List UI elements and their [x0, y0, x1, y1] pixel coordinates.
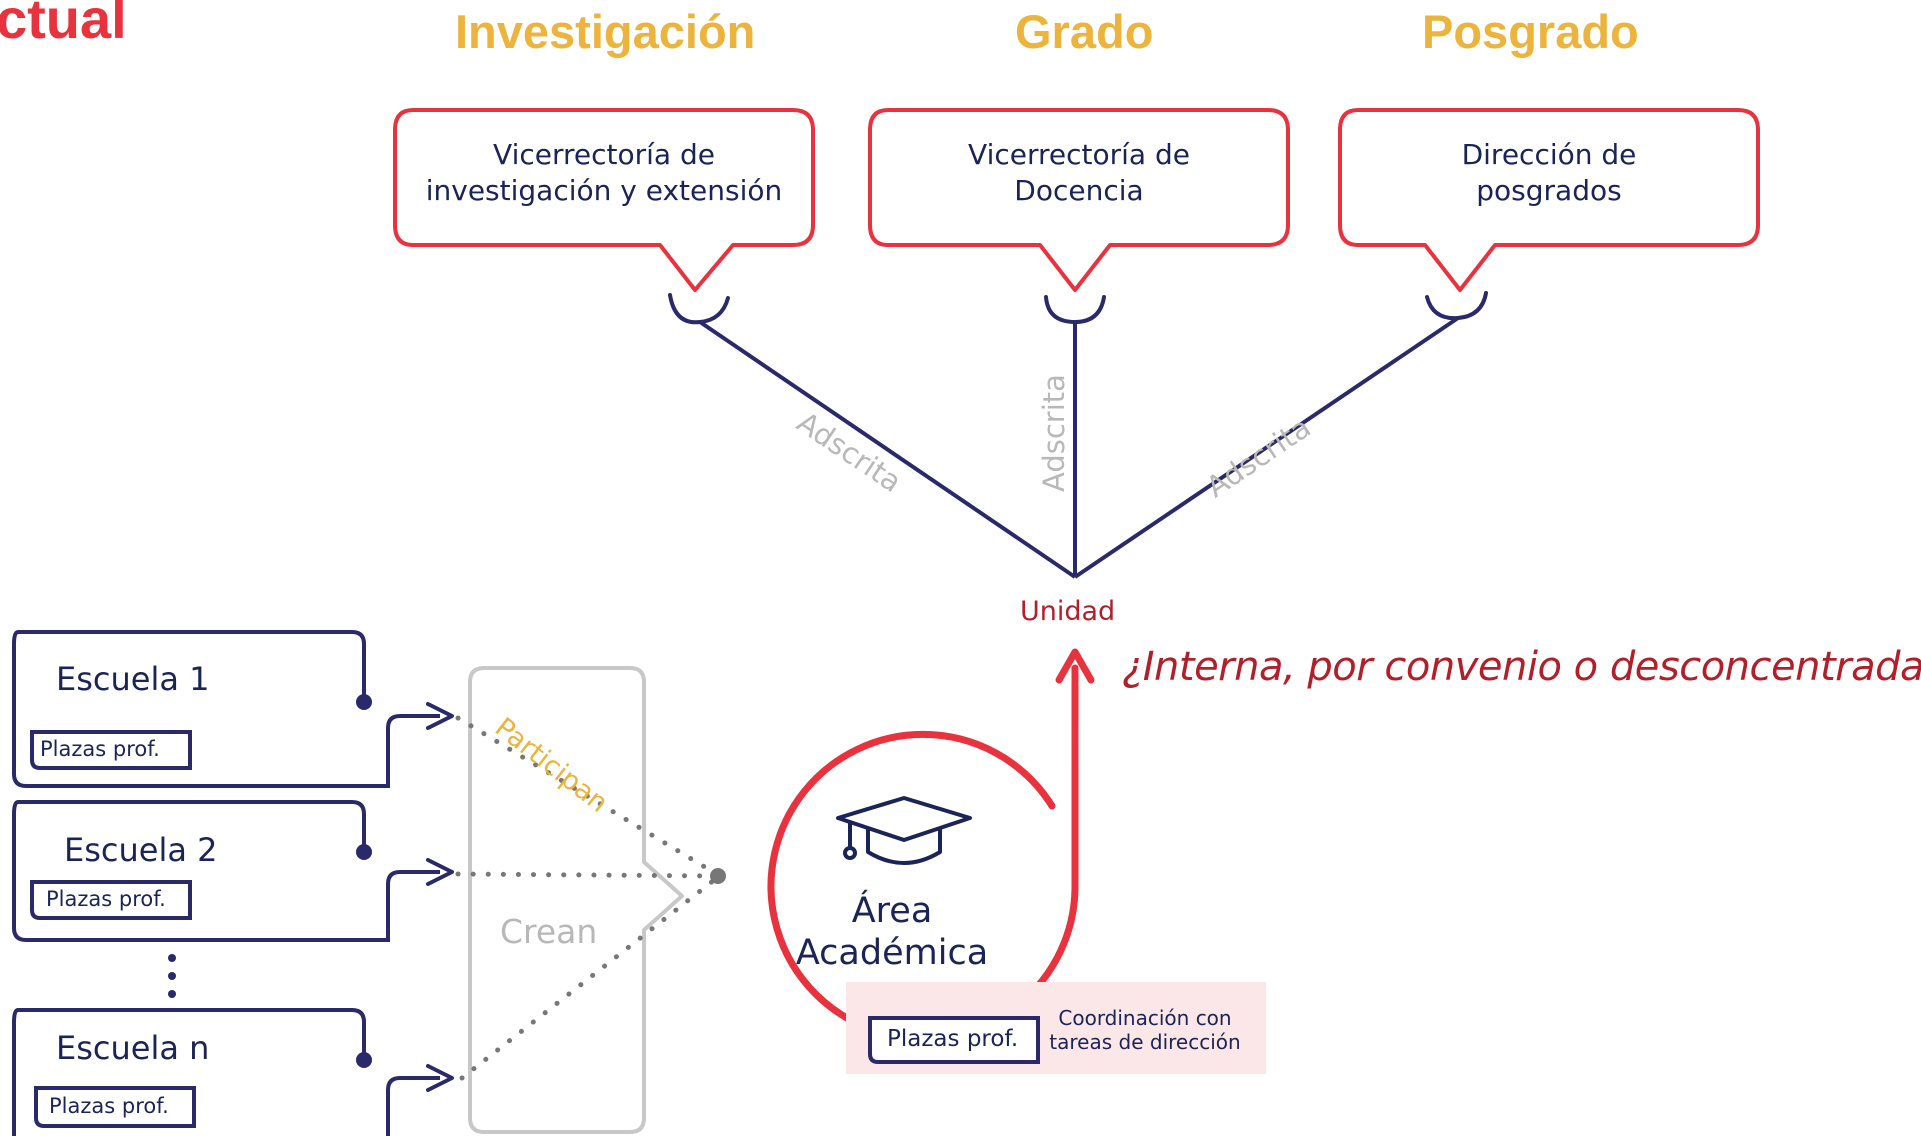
area-label: Área Académica	[752, 890, 1032, 974]
school-name-1: Escuela 1	[56, 660, 210, 698]
coordination-line: tareas de dirección	[1049, 1030, 1241, 1054]
participation-dots	[455, 715, 721, 1081]
office-label-line: posgrados	[1476, 174, 1622, 207]
crean-panel	[468, 666, 684, 1134]
socket-investigation	[668, 293, 730, 325]
area-slots-frame	[868, 1016, 1040, 1064]
socket-teaching	[1044, 295, 1106, 325]
arrow-right-icon	[426, 1064, 454, 1092]
office-box-investigation	[393, 108, 815, 292]
arrow-right-icon	[426, 702, 454, 730]
school-box-n	[12, 1008, 440, 1136]
school-slots-1: Plazas prof.	[40, 737, 160, 761]
school-slots-2: Plazas prof.	[46, 887, 166, 911]
arrow-right-icon	[426, 858, 454, 886]
ellipsis-dots	[168, 954, 176, 998]
page-title: ctual	[0, 0, 127, 50]
column-title-investigation: Investigación	[455, 5, 756, 58]
office-label-line: investigación y extensión	[425, 174, 783, 207]
unit-question: ¿Interna, por convenio o desconcentrada?	[1122, 644, 1921, 690]
area-label-line: Académica	[795, 933, 989, 973]
unit-label: Unidad	[1020, 596, 1116, 627]
line-postgrad-unit	[1073, 316, 1460, 579]
column-title-posgrado: Posgrado	[1422, 5, 1639, 58]
line-investigation-unit	[698, 320, 1077, 579]
office-box-postgrad	[1338, 108, 1760, 292]
office-box-teaching	[868, 108, 1290, 292]
school-box-1	[12, 630, 440, 788]
office-label-line: Vicerrectoría de	[968, 138, 1190, 171]
school-slots-n: Plazas prof.	[49, 1094, 169, 1118]
office-label-investigation: Vicerrectoría de investigación y extensi…	[404, 137, 804, 209]
create-label: Crean	[500, 912, 598, 951]
arrow-up-icon	[1055, 648, 1095, 684]
coordination-line: Coordinación con	[1058, 1006, 1232, 1030]
socket-postgrad	[1425, 291, 1488, 321]
school-name-2: Escuela 2	[64, 831, 218, 869]
school-name-n: Escuela n	[56, 1029, 210, 1067]
coordination-text: Coordinación con tareas de dirección	[1030, 1006, 1260, 1054]
school-box-2	[12, 800, 440, 942]
area-slots: Plazas prof.	[887, 1026, 1019, 1052]
column-title-grado: Grado	[1015, 5, 1154, 58]
relation-label-teaching: Adscrita	[1037, 374, 1071, 492]
office-label-postgrad: Dirección de posgrados	[1349, 137, 1749, 209]
office-label-teaching: Vicerrectoría de Docencia	[879, 137, 1279, 209]
office-label-line: Dirección de	[1461, 138, 1637, 171]
office-label-line: Docencia	[1014, 174, 1144, 207]
area-label-line: Área	[851, 891, 933, 931]
office-label-line: Vicerrectoría de	[493, 138, 715, 171]
graduation-cap-icon	[836, 796, 972, 865]
